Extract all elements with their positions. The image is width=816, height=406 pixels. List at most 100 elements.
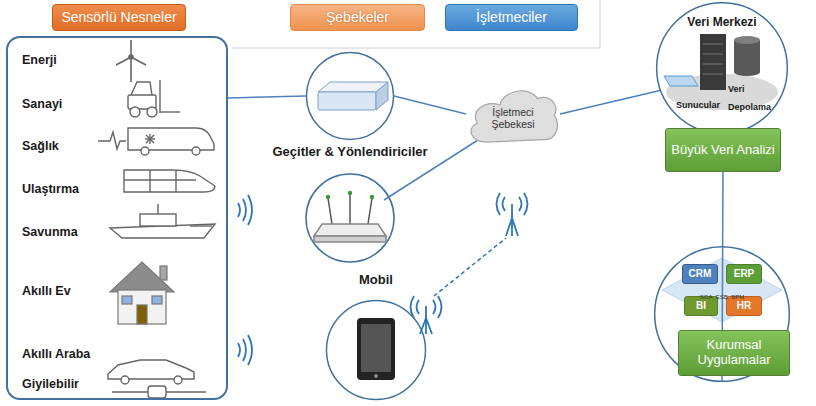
router-icon: [349, 194, 351, 224]
node-label: Sensörlü Nesneler: [61, 9, 176, 25]
ambulance-icon: [128, 128, 214, 150]
train-icon: [124, 170, 215, 192]
node-label: Geçitler & Yönlendiriciler: [272, 144, 427, 159]
car-icon: [174, 376, 182, 384]
datacenter-illustration: [664, 34, 778, 110]
text-holder: Veri Merkezi: [672, 12, 772, 30]
sector-panel: EnerjiSanayiSağlıkUlaştırmaSavunmaAkıllı…: [6, 36, 228, 400]
analysis-box: Büyük Veri Analizi: [665, 128, 781, 172]
text-holder: Kurumsal Uygulamalar: [679, 331, 789, 375]
text-holder: Veri Depolama: [728, 78, 780, 114]
cloud-outline: [471, 91, 557, 142]
node-label: Sağlık: [22, 139, 59, 153]
header-tab: Sensörlü Nesneler: [52, 4, 186, 31]
router-icon: [328, 198, 332, 224]
node-label: CRM: [689, 268, 712, 280]
node-label: Savunma: [22, 225, 78, 239]
node-label: Mobil: [359, 272, 393, 287]
text-holder: Savunma: [22, 222, 142, 240]
connector-line: [560, 91, 660, 114]
wireless-signal: [238, 195, 252, 365]
datacenter-illustration: [703, 54, 723, 55]
header-tab: İşletmeciler: [445, 4, 578, 31]
train-icon: [175, 170, 176, 192]
watch-icon: [112, 386, 206, 398]
forklift-icon: [130, 107, 140, 117]
forklift-icon: [159, 80, 160, 113]
ambulance-icon: [98, 132, 126, 149]
text-holder: Akıllı Araba: [22, 344, 142, 362]
tablet-icon: [357, 318, 395, 380]
text-holder: CRM: [683, 265, 717, 283]
ambulance-icon: [98, 128, 214, 155]
datacenter-illustration: [734, 68, 760, 76]
node-label: Büyük Veri Analizi: [671, 143, 774, 158]
wireless-signal: [248, 195, 252, 225]
wind-turbine-icon: [116, 40, 146, 82]
house-icon: [110, 262, 174, 324]
forklift-icon: [131, 82, 152, 95]
watch-icon: [148, 386, 166, 398]
node-label: Enerji: [22, 53, 57, 67]
node-label: BI: [696, 300, 706, 312]
mobile-circle: Mobil: [326, 300, 426, 400]
ambulance-icon: [146, 135, 154, 143]
header-rule: [232, 0, 600, 48]
app-tile: CRM: [682, 264, 718, 284]
house-icon: [160, 266, 167, 280]
wind-turbine-icon: [130, 58, 132, 82]
node-label: ERP: [734, 268, 755, 280]
antenna-icon: [417, 300, 420, 314]
node-label: Ulaştırma: [22, 182, 79, 196]
text-holder: Mobil: [326, 270, 426, 288]
circle-outline: [306, 52, 393, 139]
datacenter-illustration: [700, 34, 726, 90]
node-label: SOA, ESB, BPM: [700, 294, 744, 300]
wind-turbine-icon: [129, 55, 133, 59]
text-holder: İşletmeciler: [446, 5, 577, 30]
train-icon: [124, 179, 196, 180]
datacenter-illustration: [703, 44, 723, 45]
text-holder: Giyilebilir: [22, 374, 142, 392]
circle-outline: [657, 3, 788, 134]
house-icon: [110, 262, 174, 292]
gateway-circle: Geçitler & Yönlendiriciler: [306, 52, 394, 140]
ship-icon: [110, 204, 215, 238]
router-icon: [326, 195, 330, 199]
node-label: Giyilebilir: [22, 377, 79, 391]
wireless-signal: [248, 335, 252, 365]
connector-line: [394, 96, 466, 114]
datacenter-circle: Veri MerkeziSunucularVeri DepolamaBüyük …: [656, 2, 788, 134]
datacenter-illustration: [703, 64, 723, 65]
train-icon: [124, 170, 215, 192]
text-holder: Büyük Veri Analizi: [666, 129, 780, 171]
antenna-icon: [497, 193, 501, 215]
ambulance-icon: [146, 135, 154, 143]
tablet-icon: [361, 324, 391, 372]
node-label: Şebekeler: [326, 9, 389, 25]
car-icon: [108, 360, 194, 384]
header-rule: [232, 0, 600, 48]
wireless-link: [434, 238, 506, 296]
node-label: HR: [737, 300, 751, 312]
antenna-icon: [524, 193, 528, 215]
datacenter-illustration: [734, 36, 760, 44]
ambulance-icon: [141, 147, 149, 155]
router-icon: [348, 191, 352, 195]
operator-cloud: İşletmeci Şebekesi: [466, 82, 560, 146]
text-holder: Enerji: [22, 50, 142, 68]
house-icon: [118, 290, 166, 324]
text-holder: Sensörlü Nesneler: [53, 5, 185, 30]
node-label: Sunucular: [676, 100, 720, 110]
forklift-icon: [128, 80, 180, 117]
car-icon: [108, 360, 194, 379]
train-icon: [149, 170, 150, 192]
text-holder: Ulaştırma: [22, 179, 142, 197]
text-holder: Şebekeler: [291, 5, 424, 30]
enterprise-box: Kurumsal Uygulamalar: [678, 330, 790, 376]
antenna-icon: [438, 296, 442, 318]
node-label: Akıllı Araba: [22, 347, 90, 361]
router-icon: [370, 195, 374, 199]
antenna-icon: [503, 197, 506, 211]
